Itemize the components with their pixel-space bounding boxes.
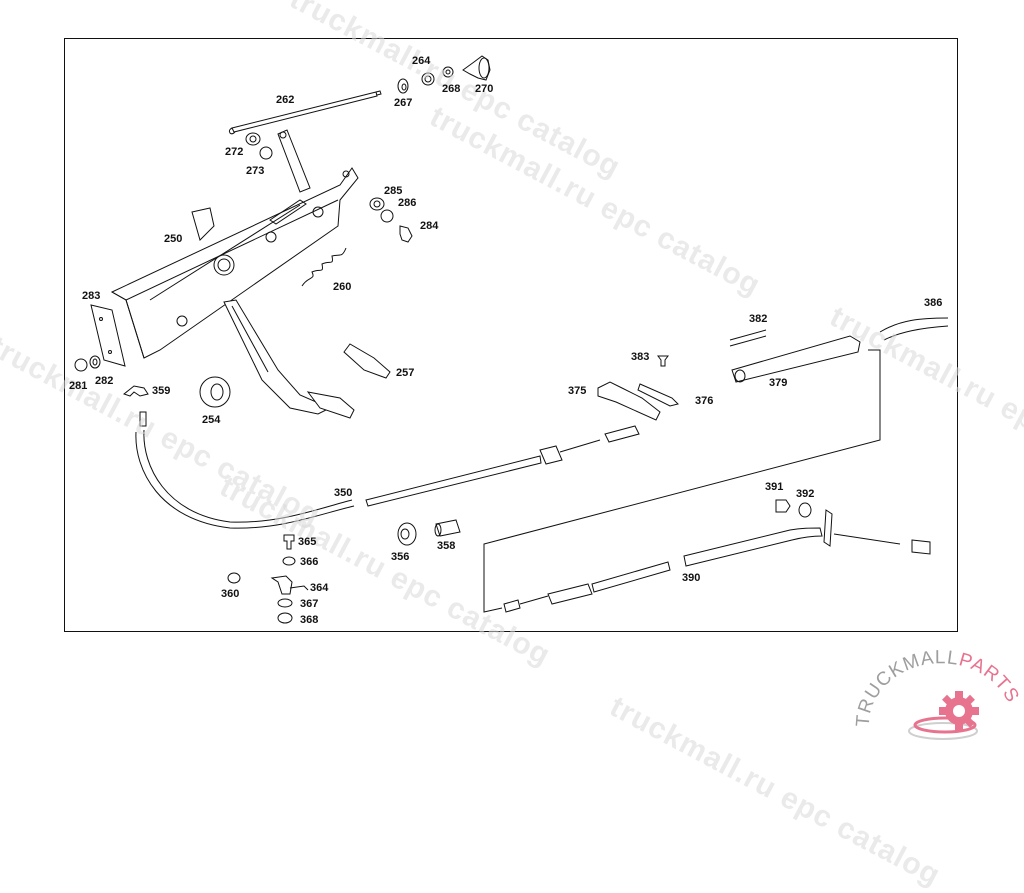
part-375-lever bbox=[597, 381, 661, 421]
part-label-359[interactable]: 359 bbox=[152, 385, 171, 397]
part-262-rod bbox=[228, 90, 382, 135]
part-376-plate bbox=[637, 383, 679, 407]
part-356-boot bbox=[397, 522, 417, 546]
part-label-250[interactable]: 250 bbox=[164, 233, 183, 245]
part-273-cap bbox=[259, 146, 273, 160]
part-label-286[interactable]: 286 bbox=[398, 197, 417, 209]
parts-drawing bbox=[74, 55, 949, 624]
part-label-375[interactable]: 375 bbox=[568, 385, 587, 397]
part-281-nut bbox=[74, 358, 88, 372]
truckmall-parts-logo: TRUCKMALLPARTS bbox=[853, 645, 1023, 749]
part-label-350[interactable]: 350 bbox=[334, 487, 353, 499]
part-label-358[interactable]: 358 bbox=[437, 540, 456, 552]
diagram-frame bbox=[64, 38, 958, 632]
part-label-267[interactable]: 267 bbox=[394, 97, 413, 109]
part-382-spring bbox=[729, 329, 767, 347]
part-label-392[interactable]: 392 bbox=[796, 488, 815, 500]
part-label-268[interactable]: 268 bbox=[442, 83, 461, 95]
part-label-282[interactable]: 282 bbox=[95, 375, 114, 387]
part-359-clip bbox=[122, 385, 149, 397]
part-label-254[interactable]: 254 bbox=[202, 414, 221, 426]
part-label-262[interactable]: 262 bbox=[276, 94, 295, 106]
part-360-cap bbox=[227, 572, 241, 584]
part-label-382[interactable]: 382 bbox=[749, 313, 768, 325]
part-250-bracket bbox=[110, 167, 359, 359]
part-257-pad bbox=[343, 343, 391, 379]
part-366-grommet bbox=[282, 556, 296, 566]
part-label-272[interactable]: 272 bbox=[225, 146, 244, 158]
part-364-bracket bbox=[270, 575, 309, 595]
part-label-356[interactable]: 356 bbox=[391, 551, 410, 563]
part-label-368[interactable]: 368 bbox=[300, 614, 319, 626]
part-350-cable bbox=[135, 411, 640, 529]
part-390-cable bbox=[503, 509, 931, 613]
part-365-bolt bbox=[283, 534, 295, 550]
part-label-365[interactable]: 365 bbox=[298, 536, 317, 548]
part-label-264[interactable]: 264 bbox=[412, 55, 431, 67]
part-label-367[interactable]: 367 bbox=[300, 598, 319, 610]
part-283-plate bbox=[90, 304, 126, 367]
part-label-376[interactable]: 376 bbox=[695, 395, 714, 407]
part-label-281[interactable]: 281 bbox=[69, 380, 88, 392]
part-264-bushing bbox=[421, 72, 435, 86]
part-label-379[interactable]: 379 bbox=[769, 377, 788, 389]
part-391-bolt bbox=[775, 499, 791, 513]
part-label-364[interactable]: 364 bbox=[310, 582, 329, 594]
part-383-rivet bbox=[657, 355, 669, 367]
pedal-lever bbox=[223, 299, 355, 419]
part-254-bushing bbox=[199, 376, 231, 408]
part-267-washer bbox=[397, 78, 409, 94]
part-label-284[interactable]: 284 bbox=[420, 220, 439, 232]
part-285-washer bbox=[369, 197, 385, 211]
part-label-270[interactable]: 270 bbox=[475, 83, 494, 95]
part-label-366[interactable]: 366 bbox=[300, 556, 319, 568]
cable-routing-line bbox=[483, 349, 881, 613]
part-367-washer bbox=[277, 598, 293, 608]
part-368-nut bbox=[277, 612, 293, 624]
part-284-bolt bbox=[399, 225, 413, 243]
part-386-spring bbox=[879, 317, 949, 341]
part-label-260[interactable]: 260 bbox=[333, 281, 352, 293]
part-label-360[interactable]: 360 bbox=[221, 588, 240, 600]
part-282-washer bbox=[89, 355, 101, 369]
part-268-nut bbox=[442, 66, 454, 78]
part-392-washer bbox=[798, 502, 812, 518]
gear-icon: TRUCKMALLPARTS bbox=[853, 647, 1023, 740]
logo-text: TRUCKMALLPARTS bbox=[855, 647, 1023, 727]
pedal-arm-upper bbox=[277, 129, 311, 193]
part-label-257[interactable]: 257 bbox=[396, 367, 415, 379]
part-label-273[interactable]: 273 bbox=[246, 165, 265, 177]
part-label-285[interactable]: 285 bbox=[384, 185, 403, 197]
part-label-283[interactable]: 283 bbox=[82, 290, 101, 302]
part-label-386[interactable]: 386 bbox=[924, 297, 943, 309]
part-379-lever bbox=[731, 335, 861, 383]
part-286-ring bbox=[380, 209, 394, 223]
part-272-bushing bbox=[245, 132, 261, 146]
part-label-391[interactable]: 391 bbox=[765, 481, 784, 493]
part-260-spring bbox=[301, 247, 347, 287]
part-label-383[interactable]: 383 bbox=[631, 351, 650, 363]
part-label-390[interactable]: 390 bbox=[682, 572, 701, 584]
part-270-gear bbox=[462, 55, 491, 81]
part-358-sleeve bbox=[434, 519, 461, 537]
